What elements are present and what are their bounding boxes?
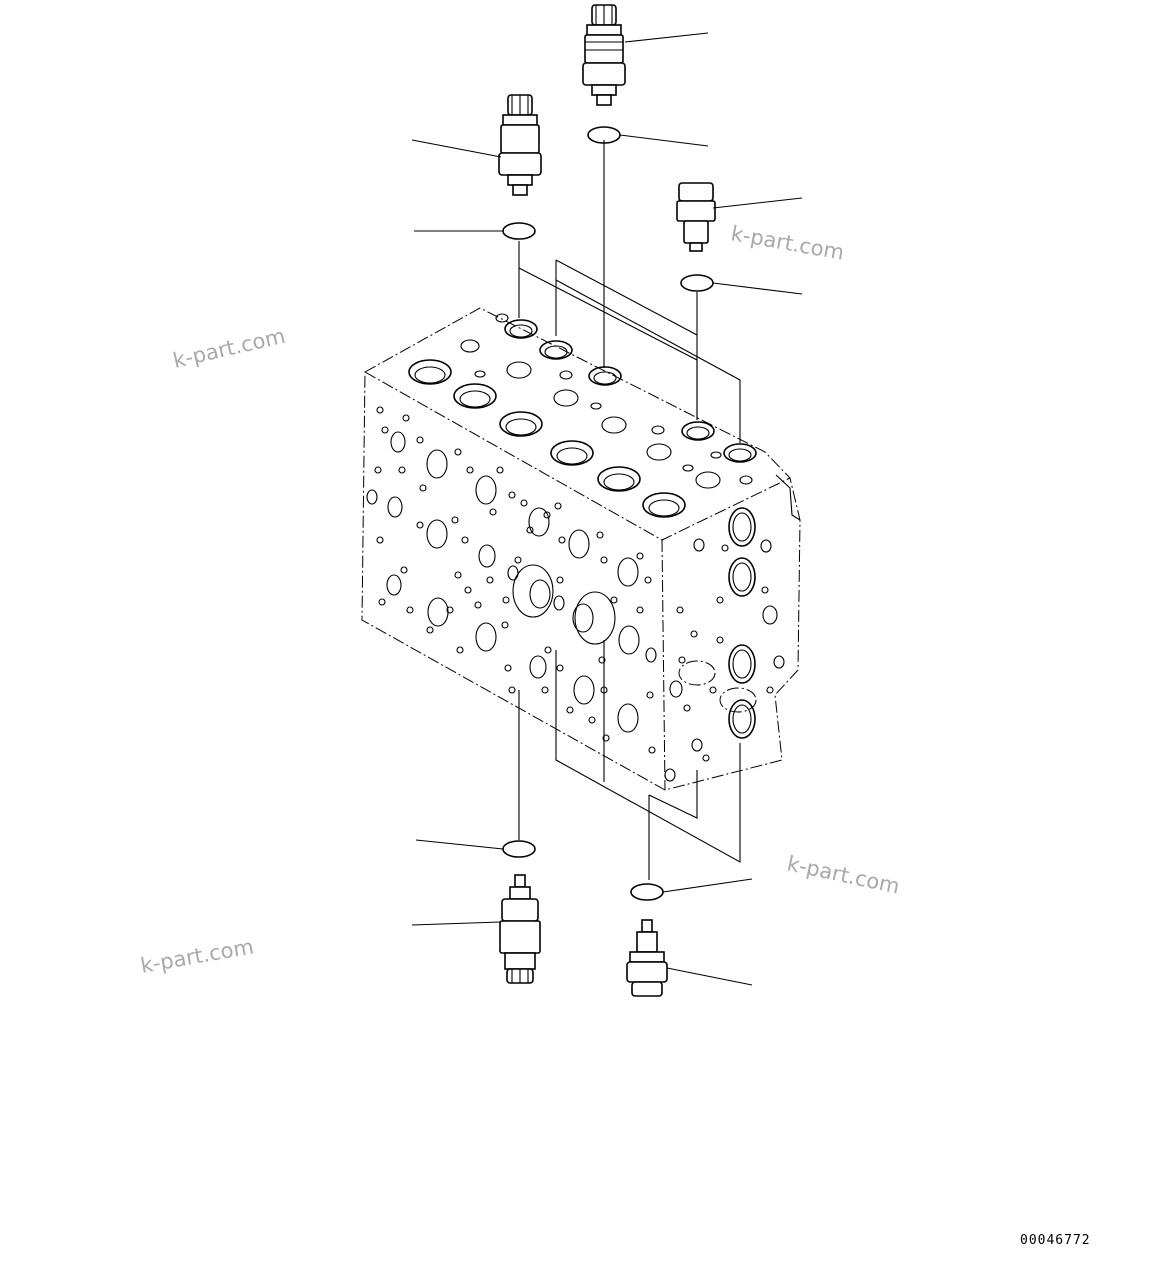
leader-lines (411, 32, 803, 986)
relief-valve-upper-left (498, 94, 542, 196)
side-face-ports (664, 507, 785, 782)
relief-valve-top (582, 4, 626, 106)
relief-valve-lower-left (499, 874, 541, 984)
o-ring-4 (502, 840, 536, 858)
valve-lower-right (626, 919, 668, 997)
watermark-2: k-part.com (171, 324, 288, 373)
front-face-ports (366, 406, 657, 754)
drawing-number: 00046772 (1020, 1233, 1091, 1248)
o-ring-2 (502, 222, 536, 240)
watermarks: k-part.com k-part.com k-part.com k-part.… (139, 221, 902, 978)
plug-right (676, 182, 716, 252)
watermark-3: k-part.com (785, 851, 902, 898)
o-ring-3 (680, 274, 714, 292)
alignment-lines (518, 140, 741, 880)
top-face-ports (408, 313, 757, 518)
watermark-4: k-part.com (139, 934, 256, 977)
o-ring-5 (630, 883, 664, 901)
watermark-1: k-part.com (729, 221, 846, 264)
valve-body (361, 307, 801, 791)
